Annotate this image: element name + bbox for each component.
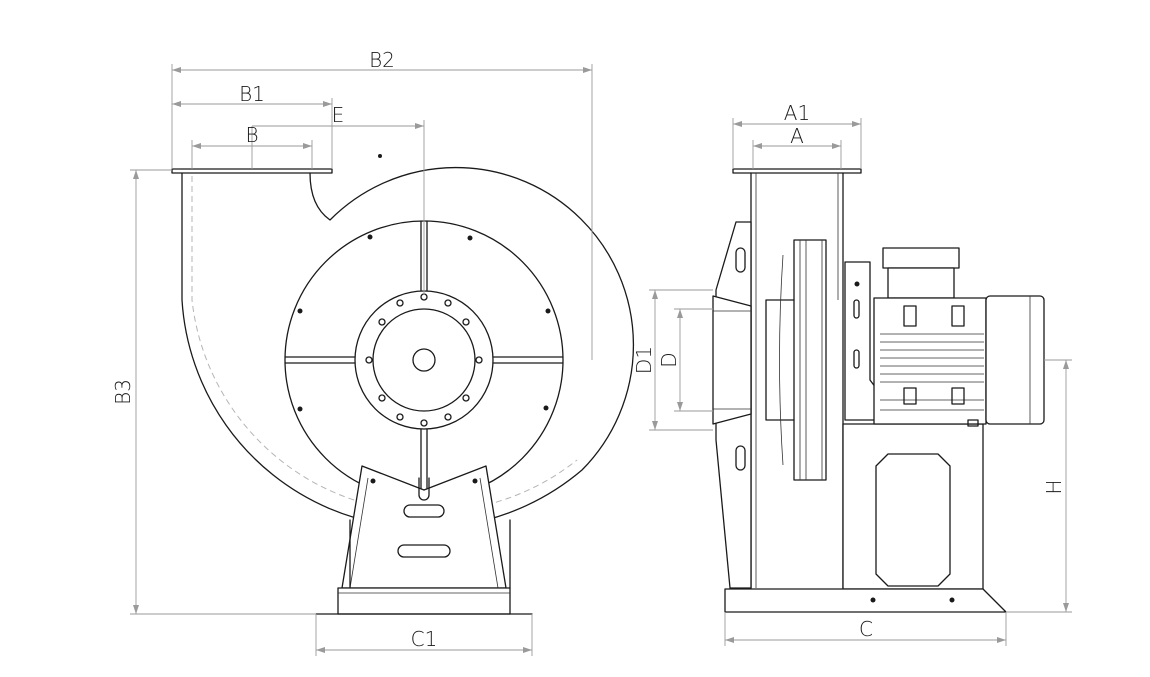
label-d: D bbox=[657, 352, 681, 367]
shaft-hub bbox=[412, 348, 436, 372]
inlet-flange bbox=[354, 290, 494, 430]
side-view bbox=[712, 168, 1045, 613]
front-view bbox=[171, 154, 635, 615]
shaft-slot bbox=[418, 477, 430, 501]
label-a: A bbox=[790, 124, 804, 148]
scroll-housing bbox=[181, 166, 635, 529]
scroll-hidden-line bbox=[191, 176, 578, 513]
impeller bbox=[793, 239, 827, 481]
motor-body bbox=[873, 297, 987, 425]
dimension-lines bbox=[130, 64, 1072, 656]
dimension-labels: B2 B1 E B B3 C1 A1 A D1 D H C bbox=[111, 48, 1066, 651]
outlet-flange bbox=[171, 168, 333, 174]
base-plate-side bbox=[724, 588, 1007, 613]
label-c1: C1 bbox=[411, 627, 438, 651]
base-plate-front bbox=[337, 587, 511, 615]
label-a1: A1 bbox=[784, 101, 810, 125]
side-outlet-flange bbox=[732, 168, 862, 174]
side-slot-lower bbox=[735, 445, 746, 471]
side-slot-upper bbox=[735, 247, 746, 273]
pedestal-inner bbox=[349, 477, 499, 589]
inlet-ring bbox=[372, 308, 476, 412]
motor-pedestal bbox=[842, 423, 984, 590]
label-b3: B3 bbox=[111, 379, 135, 405]
label-b1: B1 bbox=[239, 82, 265, 106]
pedestal-window bbox=[875, 453, 951, 587]
pedestal-slot-lower bbox=[397, 544, 451, 558]
label-b2: B2 bbox=[369, 48, 395, 72]
pedestal-slot-upper bbox=[403, 504, 445, 518]
terminal-box bbox=[882, 247, 960, 269]
inlet-nozzle bbox=[712, 295, 752, 425]
label-e: E bbox=[332, 103, 345, 127]
bolt-holes bbox=[297, 154, 551, 427]
label-c: C bbox=[859, 617, 873, 641]
label-h: H bbox=[1042, 479, 1066, 494]
impeller-hub bbox=[765, 299, 795, 421]
motor-fan-cover bbox=[985, 295, 1045, 425]
motor-fins bbox=[880, 333, 984, 411]
label-d1: D1 bbox=[632, 346, 656, 374]
housing-ribs bbox=[284, 220, 564, 496]
label-b: B bbox=[245, 123, 258, 147]
